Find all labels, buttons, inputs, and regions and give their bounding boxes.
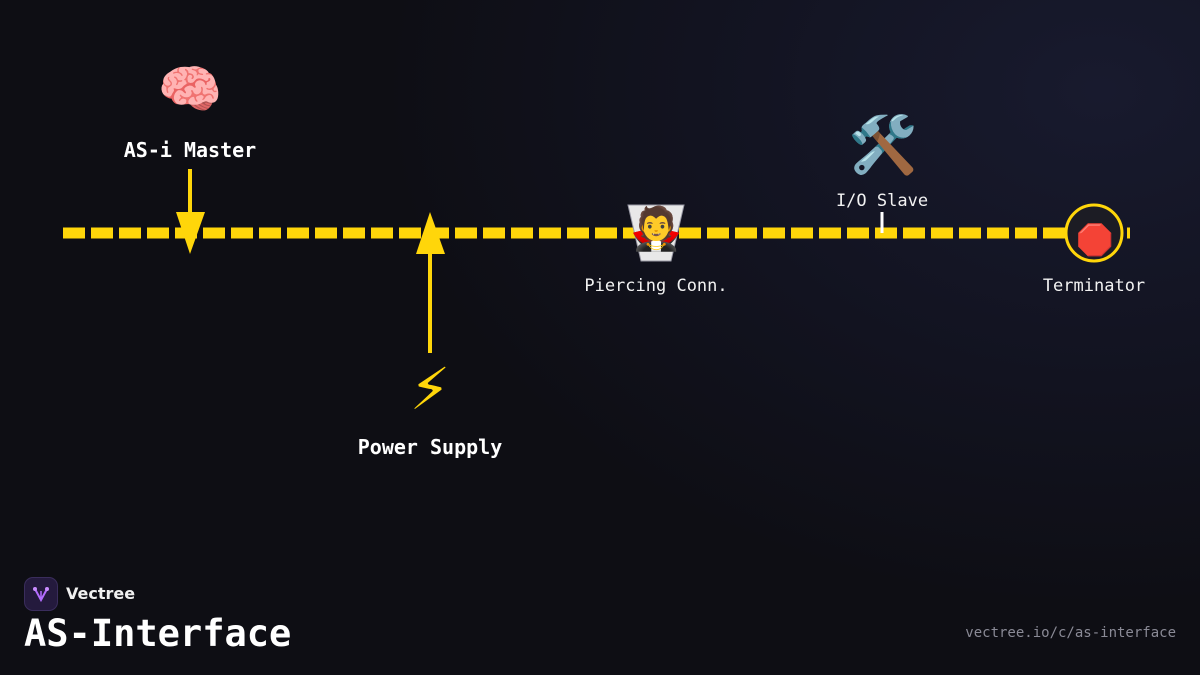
brand-name: Vectree [66,584,136,603]
io-slave-label: I/O Slave [835,191,929,211]
master-arrow-head [176,212,205,254]
page-title: AS-Interface [24,612,292,655]
tools-icon: 🛠️ [848,113,918,178]
power-supply-label: Power Supply [357,435,503,459]
piercing-connector-label: Piercing Conn. [584,276,728,296]
vampire-icon: 🧛 [630,204,683,253]
piercing-connector-body [627,204,685,262]
vectree-logo-icon [24,577,58,611]
brain-icon: 🧠 [157,60,223,120]
terminator-ring [1064,203,1124,263]
terminator-label: Terminator [1042,276,1146,296]
stop-sign-icon: 🛑 [1076,223,1114,258]
master-label: AS-i Master [123,138,257,162]
page-url[interactable]: vectree.io/c/as-interface [965,625,1176,641]
lightning-icon: ⚡ [409,355,451,423]
power-arrow-head [416,212,445,254]
